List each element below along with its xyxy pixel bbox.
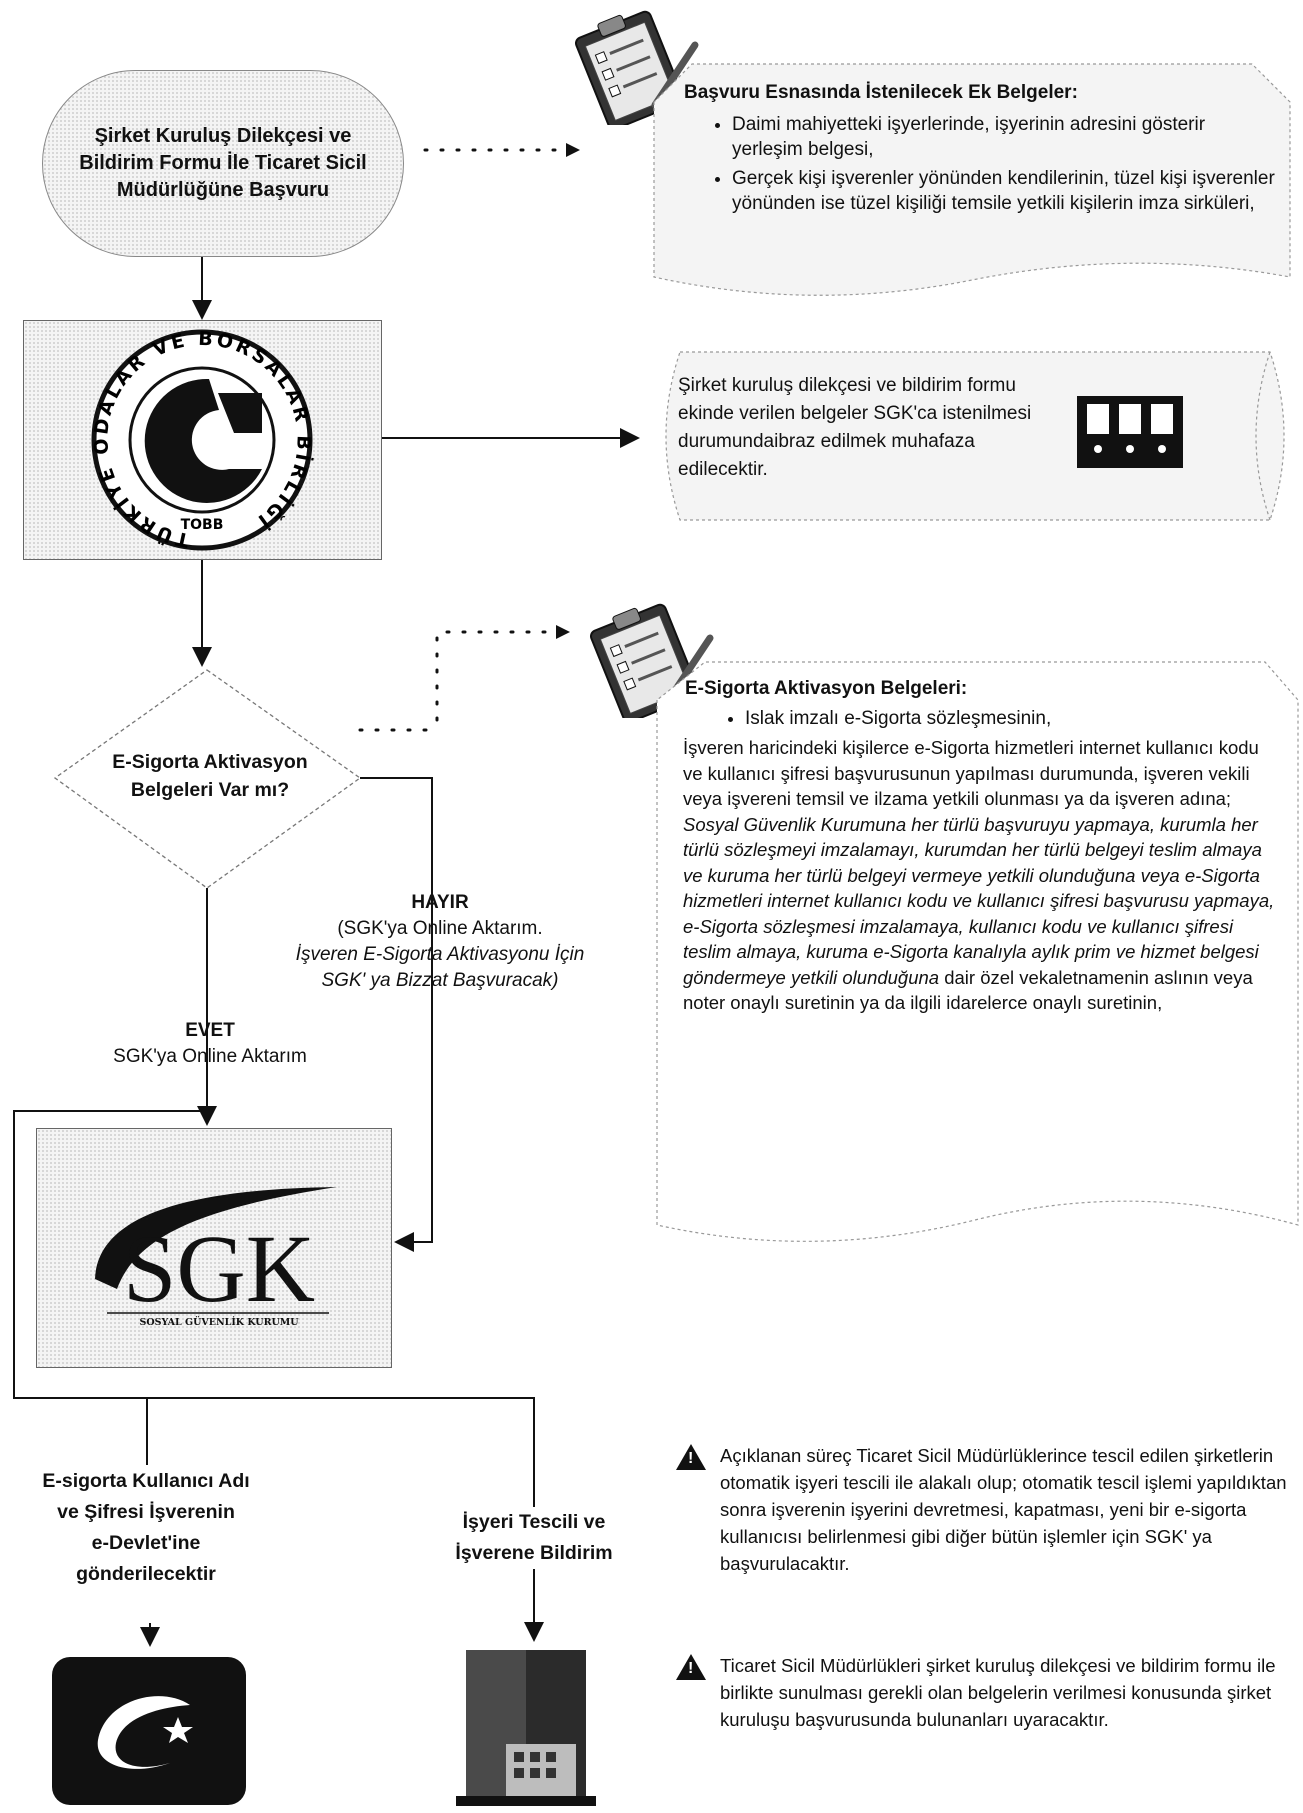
output-left-line: E-sigorta Kullanıcı Adı	[42, 1470, 250, 1492]
decision-diamond	[53, 669, 362, 889]
activation-para-normal-1: İşveren haricindeki kişilerce e-Sigorta …	[683, 737, 1259, 809]
warning-icon: !	[676, 1444, 706, 1470]
output-left-line: e-Devlet'ine	[91, 1532, 201, 1554]
tobb-logo-box: TÜRKİYE ODALAR VE BORSALAR BİRLİĞİ TOBB	[23, 320, 382, 560]
start-line-3: Müdürlüğüne Başvuru	[116, 179, 330, 201]
activation-documents-box: E-Sigorta Aktivasyon Belgeleri: Islak im…	[655, 660, 1300, 1260]
no-branch-line-1: (SGK'ya Online Aktarım.	[337, 918, 543, 939]
document-shape	[656, 661, 1299, 1242]
storage-note-text: Şirket kuruluş dilekçesi ve bildirim for…	[678, 375, 1032, 480]
no-branch-label: HAYIR (SGK'ya Online Aktarım. İşveren E-…	[260, 890, 620, 994]
storage-note-box: Şirket kuruluş dilekçesi ve bildirim for…	[650, 348, 1300, 524]
no-branch-title: HAYIR	[411, 892, 469, 913]
sgk-abbr: SGK	[123, 1215, 315, 1322]
extra-docs-item: Gerçek kişi işverenler yönünden kendiler…	[732, 166, 1279, 216]
yes-branch-label: EVET SGK'ya Online Aktarım	[80, 1018, 340, 1070]
edevlet-logo-icon	[50, 1655, 248, 1807]
yes-branch-title: EVET	[185, 1020, 235, 1041]
sgk-logo: SGK SOSYAL GÜVENLİK KURUMU	[95, 1187, 337, 1328]
document-shape	[653, 63, 1291, 296]
no-branch-line-2: İşveren E-Sigorta Aktivasyonu İçin	[295, 944, 585, 965]
building-icon	[446, 1648, 606, 1808]
warning-1: ! Açıklanan süreç Ticaret Sicil Müdürlük…	[676, 1442, 1296, 1577]
extra-documents-box: Başvuru Esnasında İstenilecek Ek Belgele…	[652, 62, 1292, 312]
output-right-label: İşyeri Tescili ve İşverene Bildirim	[434, 1507, 634, 1569]
decision-line-2: Belgeleri Var mı?	[130, 779, 290, 801]
tobb-abbr: TOBB	[181, 517, 224, 533]
activation-para-normal-2: dair özel vekaletnamenin aslının veya no…	[683, 966, 1253, 1014]
activation-docs-item: Islak imzalı e-Sigorta sözleşmesinin,	[745, 706, 1273, 731]
start-line-2: Bildirim Formu İle Ticaret Sicil	[79, 152, 367, 174]
no-branch-line-3: SGK' ya Bizzat Başvuracak)	[321, 970, 559, 991]
output-left-line: gönderilecektir	[76, 1563, 216, 1585]
decision-text: E-Sigorta Aktivasyon Belgeleri Var mı?	[60, 748, 360, 804]
warning-text: Ticaret Sicil Müdürlükleri şirket kurulu…	[720, 1655, 1276, 1730]
yes-branch-line-1: SGK'ya Online Aktarım	[113, 1046, 307, 1067]
extra-docs-list: Daimi mahiyetteki işyerlerinde, işyerini…	[684, 112, 1279, 216]
warning-2: ! Ticaret Sicil Müdürlükleri şirket kuru…	[676, 1652, 1296, 1733]
start-line-1: Şirket Kuruluş Dilekçesi ve	[94, 125, 352, 147]
warning-icon: !	[676, 1654, 706, 1680]
output-right-line: İşverene Bildirim	[455, 1542, 613, 1564]
output-right-line: İşyeri Tescili ve	[462, 1511, 606, 1533]
extra-docs-item: Daimi mahiyetteki işyerlerinde, işyerini…	[732, 112, 1279, 162]
activation-docs-paragraph: İşveren haricindeki kişilerce e-Sigorta …	[683, 735, 1275, 1016]
activation-docs-title: E-Sigorta Aktivasyon Belgeleri:	[685, 678, 968, 699]
storage-shape	[665, 351, 1285, 521]
output-left-line: ve Şifresi İşverenin	[57, 1501, 235, 1523]
activation-docs-list: Islak imzalı e-Sigorta sözleşmesinin,	[685, 706, 1273, 731]
sgk-subtitle: SOSYAL GÜVENLİK KURUMU	[139, 1315, 299, 1328]
binders-icon	[1075, 394, 1185, 470]
start-terminal: Şirket Kuruluş Dilekçesi ve Bildirim For…	[42, 70, 404, 257]
tobb-logo: TÜRKİYE ODALAR VE BORSALAR BİRLİĞİ TOBB	[90, 328, 313, 551]
output-left-label: E-sigorta Kullanıcı Adı ve Şifresi İşver…	[10, 1466, 282, 1590]
decision-line-1: E-Sigorta Aktivasyon	[112, 751, 308, 773]
extra-docs-title: Başvuru Esnasında İstenilecek Ek Belgele…	[684, 82, 1078, 103]
sgk-logo-box: SGK SOSYAL GÜVENLİK KURUMU	[36, 1128, 392, 1368]
activation-para-italic: Sosyal Güvenlik Kurumuna her türlü başvu…	[683, 813, 1275, 988]
warning-text: Açıklanan süreç Ticaret Sicil Müdürlükle…	[720, 1445, 1287, 1574]
